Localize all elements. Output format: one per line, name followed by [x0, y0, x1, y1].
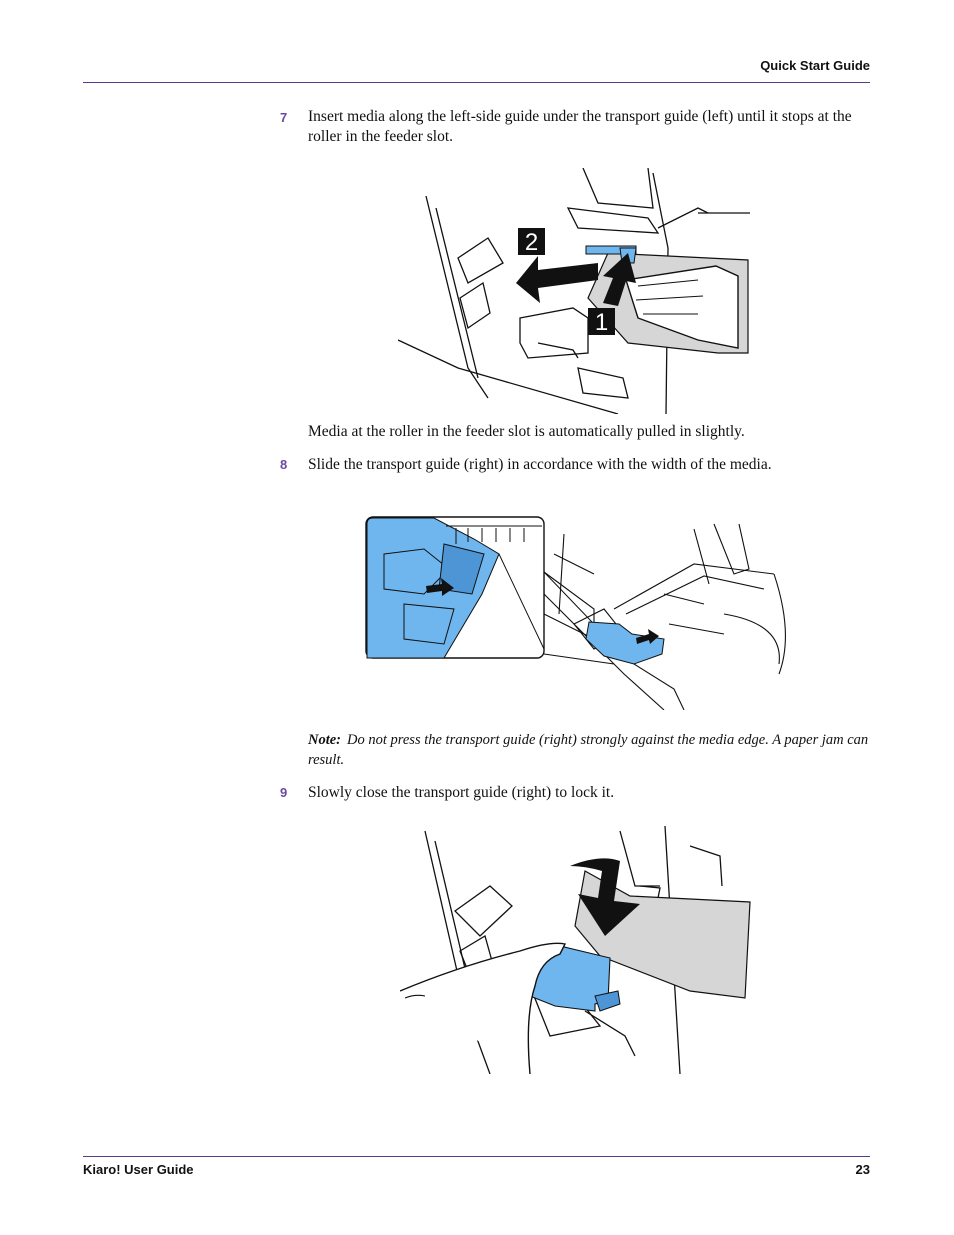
transport-guide-right-part	[529, 945, 611, 1012]
step-8-text: Slide the transport guide (right) in acc…	[308, 456, 772, 473]
arrow-2-left-icon	[516, 256, 598, 303]
step-8-number: 8	[280, 457, 288, 472]
header-rule	[83, 82, 870, 83]
page-number: 23	[855, 1162, 870, 1177]
step-7-result-text: Media at the roller in the feeder slot i…	[308, 423, 745, 440]
arrow-1-up-icon	[603, 253, 636, 306]
arrow-right-small-icon	[636, 629, 659, 644]
arrow-right-zoom-icon	[426, 578, 454, 596]
running-header-title: Quick Start Guide	[760, 58, 870, 73]
figure-slide-guide	[364, 514, 790, 710]
note-block: Note:Do not press the transport guide (r…	[308, 731, 870, 770]
footer-doc-title: Kiaro! User Guide	[83, 1162, 194, 1177]
step-9-text: Slowly close the transport guide (right)…	[308, 784, 615, 801]
arrow-close-icon	[570, 858, 640, 936]
step-9-number: 9	[280, 785, 288, 800]
step-7-number: 7	[280, 110, 288, 125]
guide-part-small	[585, 621, 665, 665]
note-label: Note:	[308, 732, 342, 748]
note-text: Do not press the transport guide (right)…	[308, 732, 869, 768]
step-7-text: Insert media along the left-side guide u…	[308, 108, 852, 145]
footer-rule	[83, 1156, 870, 1157]
callout-1: 1	[595, 309, 608, 336]
callout-2: 2	[525, 229, 538, 256]
figure-close-guide	[400, 826, 752, 1074]
figure-insert-media: 2 1	[398, 168, 750, 414]
